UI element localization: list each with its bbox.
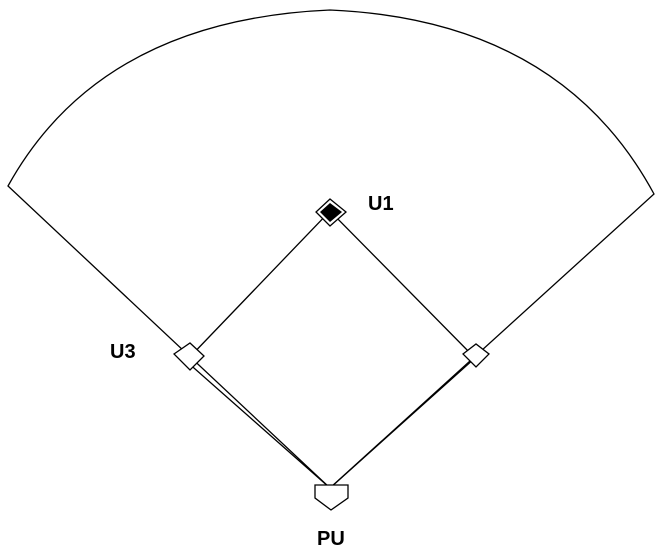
- umpire-label-pu: PU: [317, 528, 345, 549]
- second-base-fill: [320, 203, 342, 222]
- home-plate: [314, 484, 349, 511]
- first-base: [462, 343, 490, 368]
- third-base: [172, 342, 205, 371]
- umpire-label-u1: U1: [368, 193, 394, 215]
- umpire-label-u3: U3: [110, 341, 136, 363]
- infield-diamond: [185, 210, 476, 489]
- outfield-outline: [7, 9, 655, 489]
